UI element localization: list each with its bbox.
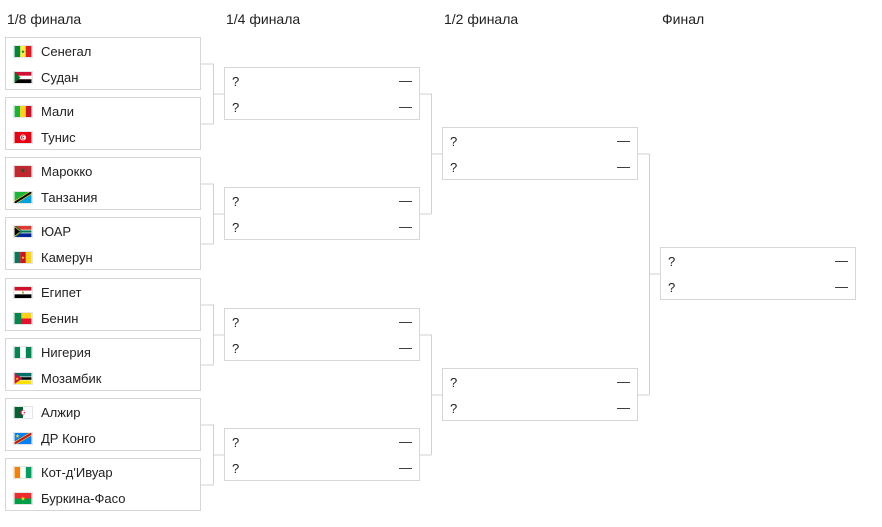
qf-match[interactable]: ? — ? — [224, 187, 420, 240]
team-name: Марокко [41, 163, 93, 179]
score: — [617, 159, 630, 174]
final-match[interactable]: ? — ? — [660, 247, 856, 300]
team-placeholder: ? [450, 133, 458, 149]
mozambique-flag-icon [13, 371, 33, 385]
mali-flag-icon [13, 104, 33, 118]
r16-match[interactable]: Нигерия Мозамбик [5, 338, 201, 391]
round-title-qf: 1/4 финала [226, 11, 301, 27]
team-name: ЮАР [41, 223, 72, 239]
score: — [399, 219, 412, 234]
score: — [835, 253, 848, 268]
team-name: Кот-д'Ивуар [41, 464, 113, 480]
score: — [617, 374, 630, 389]
qf-match[interactable]: ? — ? — [224, 67, 420, 120]
team-placeholder: ? [232, 73, 240, 89]
score: — [399, 460, 412, 475]
team-name: Нигерия [41, 344, 91, 360]
team-placeholder: ? [232, 99, 240, 115]
team-placeholder: ? [232, 314, 240, 330]
cameroon-flag-icon [13, 250, 33, 264]
senegal-flag-icon [13, 44, 33, 58]
round-title-r16: 1/8 финала [7, 11, 82, 27]
sudan-flag-icon [13, 70, 33, 84]
south-africa-flag-icon [13, 224, 33, 238]
score: — [617, 400, 630, 415]
r16-match[interactable]: ЮАР Камерун [5, 217, 201, 270]
score: — [399, 193, 412, 208]
morocco-flag-icon [13, 164, 33, 178]
team-placeholder: ? [232, 340, 240, 356]
team-placeholder: ? [232, 193, 240, 209]
qf-match[interactable]: ? — ? — [224, 428, 420, 481]
r16-match[interactable]: Мали Тунис [5, 97, 201, 150]
team-placeholder: ? [232, 219, 240, 235]
team-name: Бенин [41, 310, 79, 326]
qf-match[interactable]: ? — ? — [224, 308, 420, 361]
team-placeholder: ? [450, 400, 458, 416]
round-title-sf: 1/2 финала [444, 11, 519, 27]
team-placeholder: ? [450, 374, 458, 390]
ivory-coast-flag-icon [13, 465, 33, 479]
team-name: Египет [41, 284, 82, 300]
team-name: ДР Конго [41, 430, 96, 446]
team-name: Сенегал [41, 43, 92, 59]
team-placeholder: ? [668, 253, 676, 269]
r16-match[interactable]: Сенегал Судан [5, 37, 201, 90]
r16-match[interactable]: Кот-д'Ивуар Буркина-Фасо [5, 458, 201, 511]
nigeria-flag-icon [13, 345, 33, 359]
score: — [835, 279, 848, 294]
team-name: Судан [41, 69, 79, 85]
team-name: Буркина-Фасо [41, 490, 126, 506]
sf-match[interactable]: ? — ? — [442, 368, 638, 421]
score: — [399, 434, 412, 449]
team-placeholder: ? [232, 434, 240, 450]
score: — [399, 73, 412, 88]
tunisia-flag-icon [13, 130, 33, 144]
team-placeholder: ? [232, 460, 240, 476]
score: — [617, 133, 630, 148]
score: — [399, 314, 412, 329]
score: — [399, 99, 412, 114]
team-name: Алжир [41, 404, 81, 420]
round-title-final: Финал [662, 11, 705, 27]
sf-match[interactable]: ? — ? — [442, 127, 638, 180]
team-placeholder: ? [668, 279, 676, 295]
algeria-flag-icon [13, 405, 33, 419]
team-name: Мали [41, 103, 75, 119]
r16-match[interactable]: Египет Бенин [5, 278, 201, 331]
benin-flag-icon [13, 311, 33, 325]
tanzania-flag-icon [13, 190, 33, 204]
burkina-faso-flag-icon [13, 491, 33, 505]
r16-match[interactable]: Марокко Танзания [5, 157, 201, 210]
team-name: Танзания [41, 189, 98, 205]
r16-match[interactable]: Алжир ДР Конго [5, 398, 201, 451]
score: — [399, 340, 412, 355]
dr-congo-flag-icon [13, 431, 33, 445]
team-name: Камерун [41, 249, 93, 265]
team-name: Мозамбик [41, 370, 102, 386]
egypt-flag-icon [13, 285, 33, 299]
team-placeholder: ? [450, 159, 458, 175]
team-name: Тунис [41, 129, 76, 145]
